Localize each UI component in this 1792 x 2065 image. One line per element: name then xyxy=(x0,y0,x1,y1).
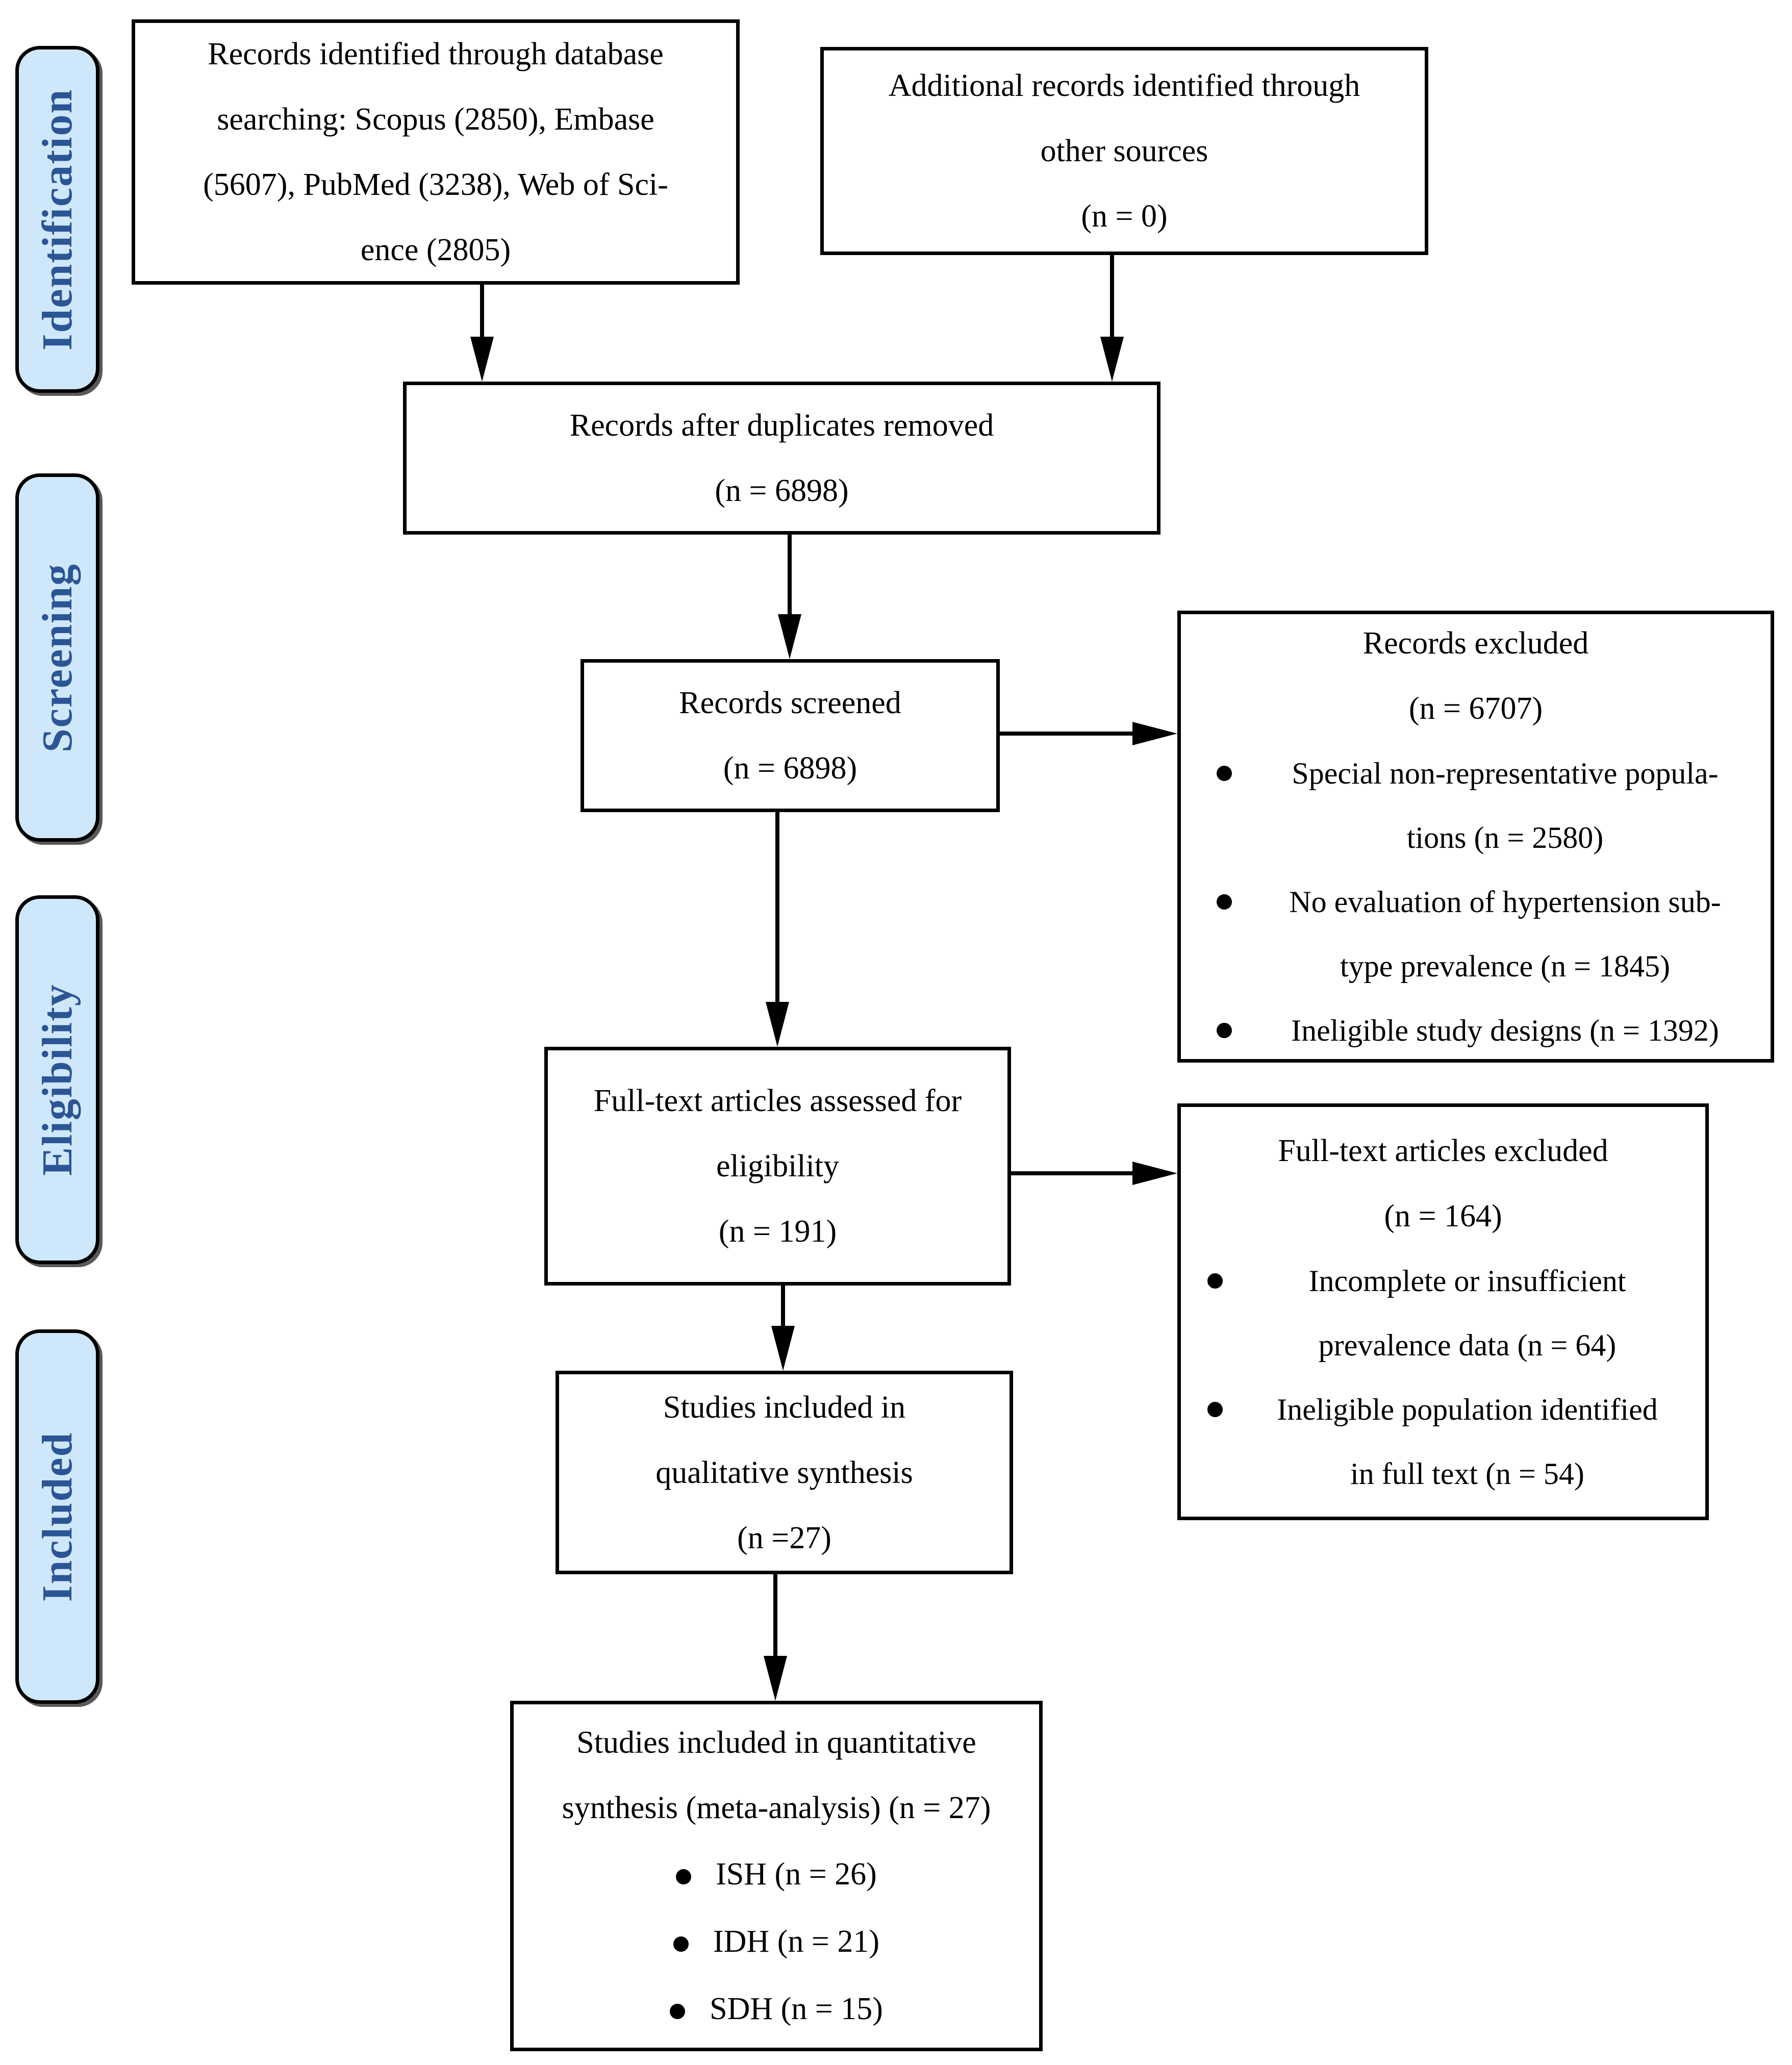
box-duplicates-removed: Records after duplicates removed (n = 68… xyxy=(403,382,1160,535)
bullet-text: No evaluation of hypertension sub- xyxy=(1289,885,1721,919)
bullet-dot-icon xyxy=(1217,766,1232,781)
box-qualitative-synthesis-line: (n =27) xyxy=(737,1520,831,1555)
bullet-dot-icon xyxy=(1217,894,1232,910)
stage-included-label: Included xyxy=(34,1431,81,1602)
box-qualitative-synthesis-line: qualitative synthesis xyxy=(655,1455,913,1490)
box-qualitative-synthesis-line: Studies included in xyxy=(663,1390,906,1425)
bullet-text: prevalence data (n = 64) xyxy=(1318,1328,1617,1362)
fulltext-excluded-bullet-item: Ineligible population identified in full… xyxy=(1186,1377,1700,1506)
box-records-screened-line: (n = 6898) xyxy=(723,751,857,786)
box-additional-records-line: other sources xyxy=(1040,134,1208,168)
box-records-excluded-title: Records excluded xyxy=(1362,626,1589,661)
box-quantitative-synthesis-line: synthesis (meta-analysis) (n = 27) xyxy=(562,1790,991,1825)
bullet-text: Incomplete or insufficient xyxy=(1308,1264,1626,1298)
bullet-text: Ineligible population identified xyxy=(1277,1392,1658,1426)
box-duplicates-removed-line: Records after duplicates removed xyxy=(569,408,994,443)
stage-screening-label: Screening xyxy=(34,563,82,752)
bullet-text: Ineligible study designs (n = 1392) xyxy=(1291,1014,1719,1047)
box-quantitative-synthesis-line: Studies included in quantitative xyxy=(576,1725,976,1760)
bullet-text: SDH (n = 15) xyxy=(710,1991,883,2026)
box-records-screened-line: Records screened xyxy=(679,686,901,720)
bullet-dot-icon xyxy=(1207,1401,1223,1417)
bullet-text: tions (n = 2580) xyxy=(1406,821,1604,854)
box-records-identified-line: searching: Scopus (2850), Embase xyxy=(217,102,654,137)
box-additional-records-line: (n = 0) xyxy=(1081,199,1168,234)
arrow-identified-to-duplicates-icon xyxy=(468,285,496,382)
box-quantitative-synthesis: Studies included in quantitative synthes… xyxy=(510,1701,1043,2051)
box-records-screened: Records screened (n = 6898) xyxy=(580,659,1000,812)
box-qualitative-synthesis: Studies included in qualitative synthesi… xyxy=(556,1371,1013,1574)
arrow-additional-to-duplicates-icon xyxy=(1098,255,1126,382)
records-excluded-bullet-item: No evaluation of hypertension sub- type … xyxy=(1186,870,1765,998)
records-excluded-bullet-item: Special non-representative popula- tions… xyxy=(1186,741,1765,870)
box-duplicates-removed-line: (n = 6898) xyxy=(715,473,849,508)
box-records-identified: Records identified through database sear… xyxy=(132,19,740,285)
bullet-dot-icon xyxy=(1217,1023,1232,1038)
bullet-dot-icon xyxy=(670,2004,686,2020)
fulltext-excluded-bullet-item: Incomplete or insufficient prevalence da… xyxy=(1186,1249,1700,1377)
arrow-fulltext-to-ftexcluded-icon xyxy=(1011,1162,1177,1185)
box-fulltext-excluded-count: (n = 164) xyxy=(1384,1198,1502,1233)
bullet-dot-icon xyxy=(1207,1273,1223,1289)
stage-identification-label: Identification xyxy=(34,88,81,350)
bullet-text: Special non-representative popula- xyxy=(1292,757,1719,790)
quantitative-bullet-item: ISH (n = 26) xyxy=(519,1841,1034,1908)
box-records-identified-line: (5607), PubMed (3238), Web of Sci- xyxy=(203,167,668,202)
stage-identification: Identification xyxy=(15,46,99,393)
box-records-excluded: Records excluded (n = 6707) Special non-… xyxy=(1177,611,1774,1063)
quantitative-bullet-item: IDH (n = 21) xyxy=(519,1908,1034,1975)
bullet-dot-icon xyxy=(673,1936,689,1952)
box-fulltext-assessed-line: eligibility xyxy=(716,1149,840,1183)
quantitative-bullet-item: SDH (n = 15) xyxy=(519,1975,1034,2043)
stage-screening: Screening xyxy=(15,473,99,842)
box-additional-records: Additional records identified through ot… xyxy=(820,47,1428,255)
arrow-qualitative-to-quantitative-icon xyxy=(761,1574,790,1701)
arrow-fulltext-to-qualitative-icon xyxy=(769,1286,797,1371)
stage-eligibility: Eligibility xyxy=(15,895,99,1264)
box-fulltext-excluded-title: Full-text articles excluded xyxy=(1278,1133,1608,1168)
bullet-text: ISH (n = 26) xyxy=(716,1856,877,1892)
box-records-excluded-count: (n = 6707) xyxy=(1408,691,1543,726)
bullet-text: IDH (n = 21) xyxy=(713,1924,879,1959)
box-additional-records-line: Additional records identified through xyxy=(888,68,1360,103)
stage-included: Included xyxy=(15,1329,99,1704)
box-fulltext-assessed-line: (n = 191) xyxy=(718,1214,837,1249)
bullet-text: type prevalence (n = 1845) xyxy=(1340,949,1670,983)
box-fulltext-excluded: Full-text articles excluded (n = 164) In… xyxy=(1177,1103,1709,1520)
stage-eligibility-label: Eligibility xyxy=(34,984,81,1176)
arrow-duplicates-to-screened-icon xyxy=(775,535,804,659)
box-records-identified-line: ence (2805) xyxy=(360,233,511,267)
box-fulltext-assessed-line: Full-text articles assessed for xyxy=(593,1084,962,1118)
bullet-dot-icon xyxy=(676,1869,692,1885)
arrow-screened-to-excluded-icon xyxy=(1000,722,1177,745)
box-records-identified-line: Records identified through database xyxy=(208,37,664,71)
records-excluded-bullet-item: Ineligible study designs (n = 1392) xyxy=(1186,998,1765,1063)
bullet-text: in full text (n = 54) xyxy=(1350,1456,1584,1491)
box-fulltext-assessed: Full-text articles assessed for eligibil… xyxy=(544,1047,1011,1286)
arrow-screened-to-fulltext-icon xyxy=(763,812,792,1047)
